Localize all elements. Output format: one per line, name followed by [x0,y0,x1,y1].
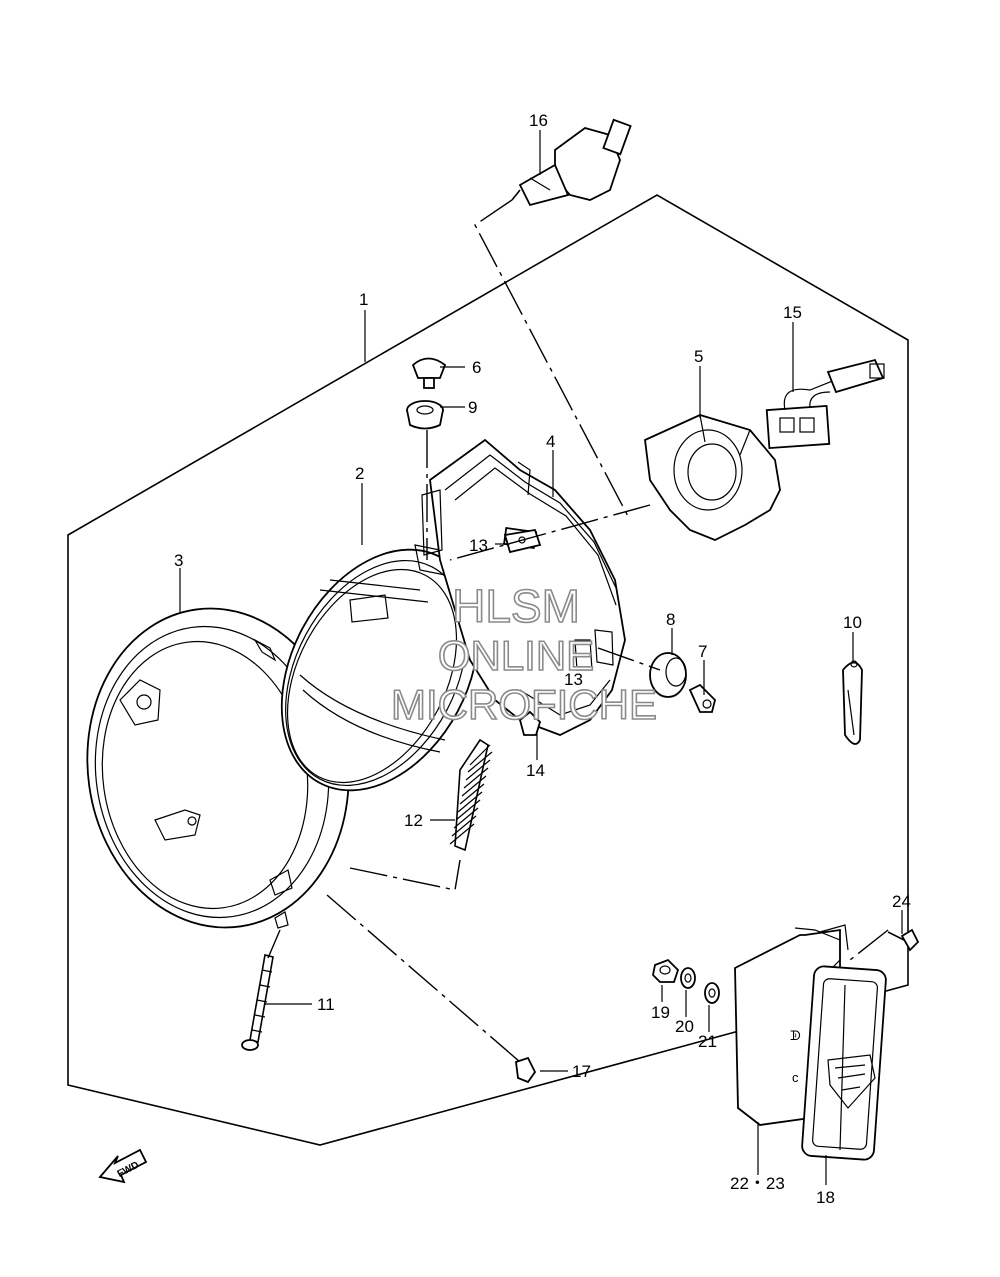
assembly-outline [67,194,909,1146]
part-21-washer [704,982,720,1004]
part-6-screw [411,357,447,389]
svg-text:c: c [792,1070,799,1085]
callout-14: 14 [526,761,545,780]
callout-9: 9 [468,398,477,417]
callout-3: 3 [174,551,183,570]
callout-10: 10 [843,613,862,632]
callout-2: 2 [355,464,364,483]
callout-21: 21 [698,1032,717,1051]
callout-15: 15 [783,303,802,322]
callout-16: 16 [529,111,548,130]
callout-5: 5 [694,347,703,366]
part-7-bolt [688,683,716,713]
part-12-spring [449,738,493,852]
part-18-reflector-lens [801,965,887,1161]
part-17-screw [515,1056,537,1084]
callout-labels: 16 1 15 5 6 9 4 2 13 3 10 8 7 13 14 12 2… [174,111,911,1207]
part-14-bolt [518,710,542,736]
part-2-lens-unit [280,544,480,792]
watermark: HLSM ONLINE MICROFICHE [390,579,658,729]
part-8-grommet [649,652,687,698]
callout-1: 1 [359,290,368,309]
part-11-long-screw [241,954,274,1051]
part-20-washer [680,967,696,989]
part-24-screw [887,928,920,952]
part-16-bulb [511,118,632,207]
callout-11: 11 [317,995,335,1014]
callout-13-upper: 13 [469,536,488,555]
callout-22-23: 22・23 [730,1174,785,1193]
callout-8: 8 [666,610,675,629]
callout-7: 7 [698,642,707,661]
part-4-bracket [421,438,626,736]
callout-18: 18 [816,1188,835,1207]
part-13-clip-nut [503,528,542,554]
watermark-line-3: MICROFICHE [391,681,657,728]
svg-text:ᗫ: ᗫ [790,1028,801,1043]
part-15-connector [765,358,885,450]
part-10-strap [842,660,863,745]
callout-13-lower: 13 [564,670,583,689]
callout-4: 4 [546,432,555,451]
callout-12: 12 [404,811,423,830]
assembly-lines [267,199,889,1063]
watermark-line-2: ONLINE [438,632,594,679]
part-5-boot-cover [644,414,781,541]
fwd-arrow-icon: FWD [98,1148,148,1184]
watermark-line-1: HLSM [452,580,580,632]
callout-20: 20 [675,1017,694,1036]
part-9-grommet [406,400,444,430]
callout-6: 6 [472,358,481,377]
callout-17: 17 [572,1062,591,1081]
callout-24: 24 [892,892,911,911]
leader-lines [179,130,903,1185]
part-19-nut [652,958,680,983]
callout-19: 19 [651,1003,670,1022]
